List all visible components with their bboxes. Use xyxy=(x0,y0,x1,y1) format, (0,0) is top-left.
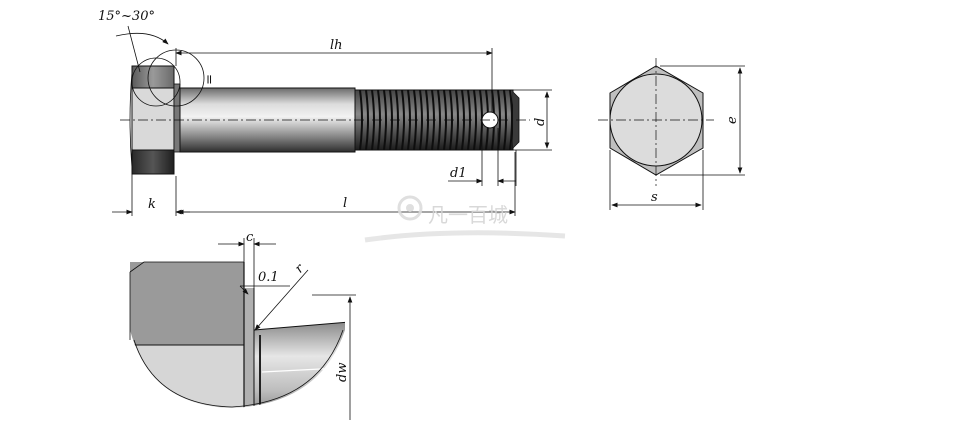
bolt-end-view: e s xyxy=(598,58,745,210)
dw-label: dw xyxy=(335,363,350,382)
bolt-side-view: 15°~30° = lh d d1 k l xyxy=(98,9,552,216)
detail-view: c 0.1 r dw xyxy=(129,230,356,420)
k-label: k xyxy=(148,197,156,212)
d-label: d xyxy=(533,118,548,126)
angle-label: 15°~30° xyxy=(98,9,155,24)
watermark: 凡一百城 xyxy=(364,195,566,243)
watermark-text: 凡一百城 xyxy=(428,203,508,227)
tolerance-label: 0.1 xyxy=(258,270,279,285)
r-label: r xyxy=(292,261,308,277)
e-label: e xyxy=(725,116,740,124)
d1-label: d1 xyxy=(450,166,467,181)
c-label: c xyxy=(246,230,254,245)
s-label: s xyxy=(651,190,658,205)
l-label: l xyxy=(343,196,347,211)
bolt-head xyxy=(129,65,175,175)
parallel-mark: = xyxy=(201,74,216,85)
lh-label: lh xyxy=(330,38,343,53)
